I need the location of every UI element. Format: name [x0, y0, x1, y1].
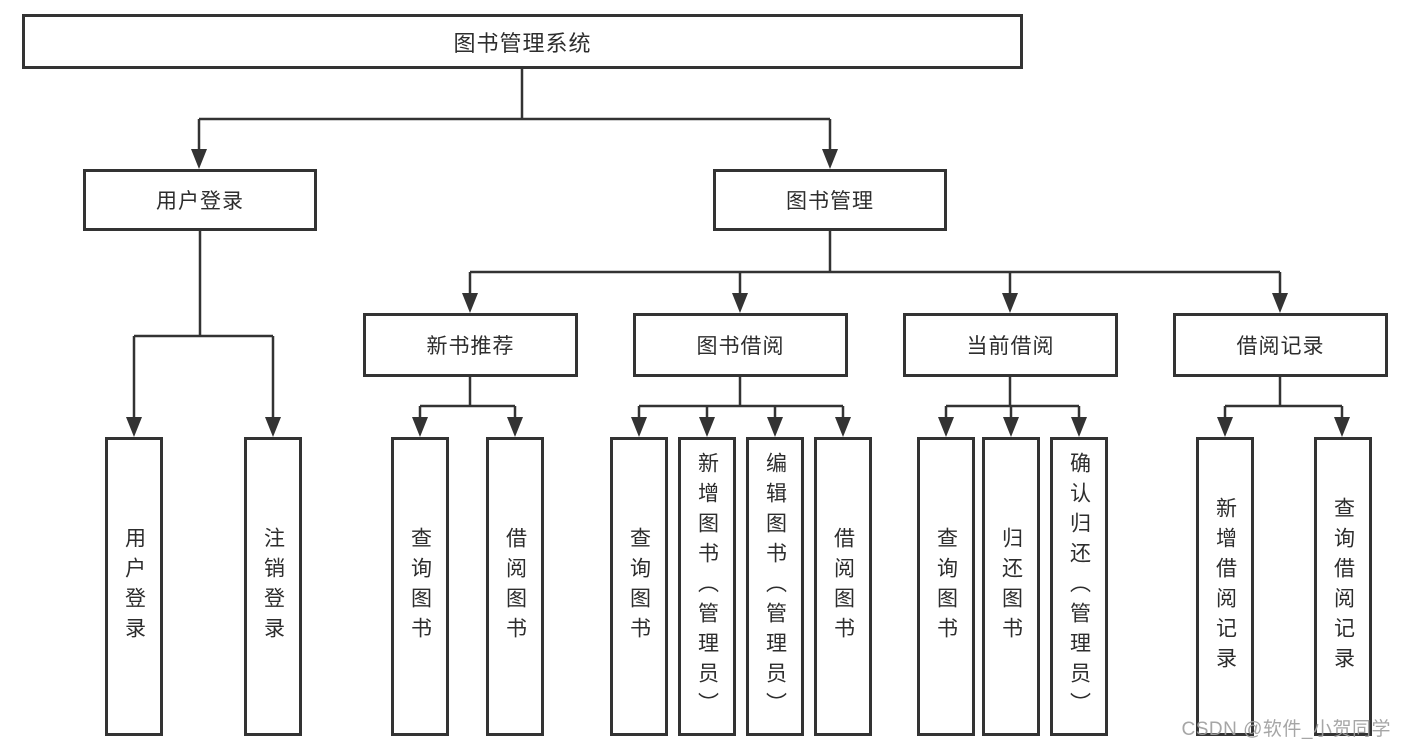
node-leaf-newbook-query-books: 查询图书 [391, 437, 449, 736]
node-label: 注销登录 [261, 526, 285, 647]
node-leaf-confirm-return-admin: 确认归还（管理员） [1050, 437, 1108, 736]
node-leaf-borrowing-borrow-books: 借阅图书 [814, 437, 872, 736]
node-book-management: 图书管理 [713, 169, 947, 231]
node-label: 新书推荐 [426, 335, 515, 358]
node-label: 借阅图书 [831, 526, 855, 647]
node-label: 图书管理系统 [453, 30, 592, 56]
node-label: 查询图书 [408, 526, 432, 647]
node-label: 编辑图书（管理员） [763, 451, 787, 722]
node-leaf-logout: 注销登录 [244, 437, 302, 736]
node-label: 图书管理 [786, 190, 874, 213]
csdn-watermark: CSDN @软件_小贺同学 [1181, 719, 1391, 740]
node-leaf-return-books: 归还图书 [982, 437, 1040, 736]
node-label: 借阅记录 [1236, 335, 1325, 358]
node-library-management-system: 图书管理系统 [22, 14, 1023, 69]
node-label: 用户登录 [122, 526, 146, 647]
node-label: 查询借阅记录 [1331, 496, 1355, 677]
node-current-borrowing: 当前借阅 [903, 313, 1118, 377]
node-label: 借阅图书 [503, 526, 527, 647]
node-book-borrowing: 图书借阅 [633, 313, 848, 377]
node-user-login-group: 用户登录 [83, 169, 317, 231]
node-label: 新增借阅记录 [1213, 496, 1237, 677]
node-leaf-user-login: 用户登录 [105, 437, 163, 736]
node-leaf-edit-books-admin: 编辑图书（管理员） [746, 437, 804, 736]
node-leaf-add-books-admin: 新增图书（管理员） [678, 437, 736, 736]
node-label: 用户登录 [156, 190, 244, 213]
node-borrowing-records: 借阅记录 [1173, 313, 1388, 377]
node-label: 归还图书 [999, 526, 1023, 647]
node-leaf-add-borrow-record: 新增借阅记录 [1196, 437, 1254, 736]
node-label: 查询图书 [627, 526, 651, 647]
node-leaf-query-borrow-record: 查询借阅记录 [1314, 437, 1372, 736]
node-label: 图书借阅 [696, 335, 785, 358]
node-label: 当前借阅 [966, 335, 1055, 358]
node-label: 查询图书 [934, 526, 958, 647]
node-leaf-current-query-books: 查询图书 [917, 437, 975, 736]
node-leaf-newbook-borrow-books: 借阅图书 [486, 437, 544, 736]
node-label: 确认归还（管理员） [1067, 451, 1091, 722]
node-label: 新增图书（管理员） [695, 451, 719, 722]
node-new-book-recommend: 新书推荐 [363, 313, 578, 377]
node-leaf-borrowing-query-books: 查询图书 [610, 437, 668, 736]
